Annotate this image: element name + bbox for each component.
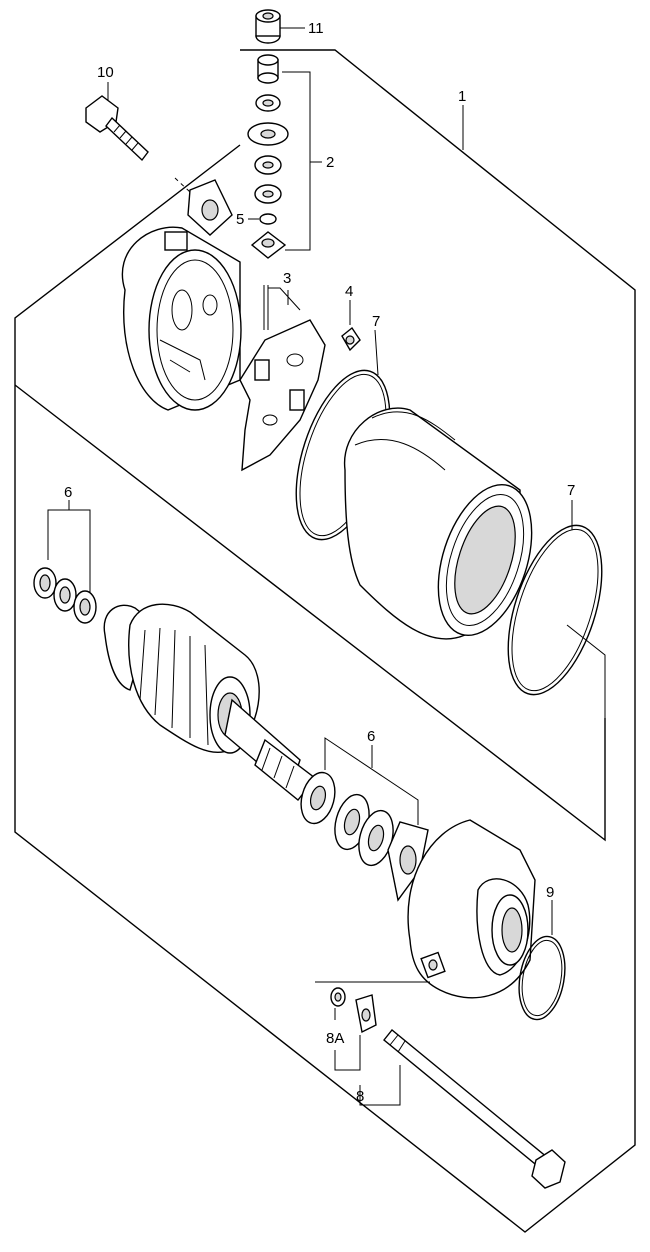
part-10-bolt xyxy=(85,82,191,193)
part-6-washers-upper xyxy=(33,500,97,624)
callout-8A: 8A xyxy=(326,1030,344,1047)
yoke-housing xyxy=(343,407,533,640)
part-8-plate xyxy=(334,994,401,1106)
callout-8: 8 xyxy=(356,1088,364,1105)
rear-cover xyxy=(121,179,242,411)
callout-6-lower: 6 xyxy=(367,728,375,745)
callout-2: 2 xyxy=(326,154,334,171)
through-bolt xyxy=(383,1029,566,1189)
callout-3: 3 xyxy=(283,270,291,287)
part-2-terminal-stack xyxy=(247,54,322,259)
front-cover xyxy=(315,819,536,999)
subassembly-frame xyxy=(14,384,606,842)
callout-1: 1 xyxy=(458,88,466,105)
callout-6-upper: 6 xyxy=(64,484,72,501)
callout-11: 11 xyxy=(308,20,324,37)
callout-7-lower: 7 xyxy=(567,482,575,499)
part-9-o-ring xyxy=(518,900,566,1021)
armature xyxy=(103,603,316,801)
part-4-brush xyxy=(341,300,361,352)
assembly-frame xyxy=(14,49,636,1233)
callout-10: 10 xyxy=(97,64,114,81)
part-6-washers-lower xyxy=(300,737,429,902)
part-11-nut xyxy=(255,9,305,44)
callout-7-upper: 7 xyxy=(372,313,380,330)
callout-5: 5 xyxy=(236,211,244,228)
callout-labels: 11 10 1 2 5 3 4 7 7 6 6 9 8A 8 xyxy=(64,20,575,1105)
callout-9: 9 xyxy=(546,884,554,901)
callout-4: 4 xyxy=(345,283,353,300)
part-7-o-ring-lower xyxy=(507,500,606,730)
part-8A-washer xyxy=(330,987,346,1020)
part-3-brush-plate xyxy=(239,285,326,472)
